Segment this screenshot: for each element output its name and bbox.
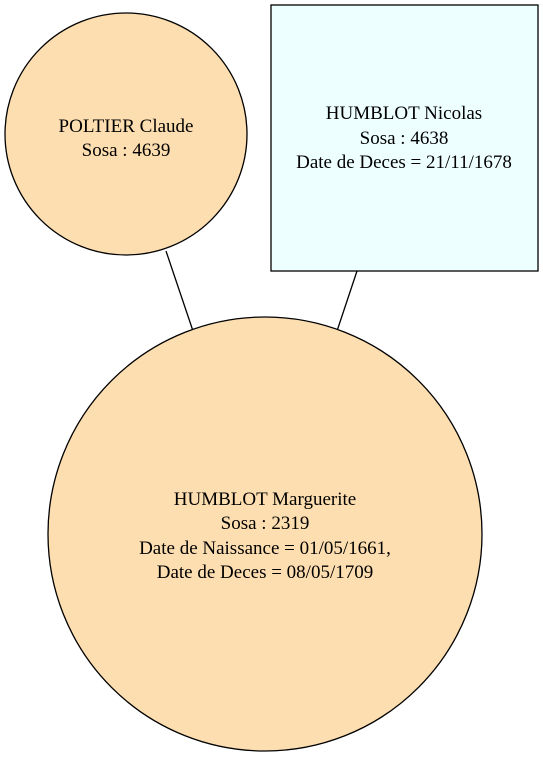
node-humblot-marguerite-birth-date: Date de Naissance = 01/05/1661, — [139, 538, 391, 559]
node-humblot-marguerite-death-date: Date de Deces = 08/05/1709 — [157, 562, 374, 583]
edge-poltier-claude-to-humblot-marguerite — [165, 250, 194, 332]
node-humblot-marguerite-name: HUMBLOT Marguerite — [174, 489, 356, 510]
node-poltier-claude-sosa: Sosa : 4639 — [82, 140, 171, 161]
node-poltier-claude[interactable]: POLTIER Claude Sosa : 4639 — [4, 12, 248, 256]
node-humblot-nicolas-shape — [270, 4, 539, 272]
node-humblot-nicolas-death-date: Date de Deces = 21/11/1678 — [296, 152, 512, 173]
node-humblot-nicolas-name: HUMBLOT Nicolas — [326, 103, 482, 124]
node-poltier-claude-name: POLTIER Claude — [59, 116, 194, 137]
node-humblot-marguerite[interactable]: HUMBLOT Marguerite Sosa : 2319 Date de N… — [47, 316, 483, 752]
node-poltier-claude-shape — [4, 12, 248, 256]
node-humblot-marguerite-shape — [47, 316, 483, 752]
node-humblot-marguerite-sosa: Sosa : 2319 — [221, 513, 310, 534]
edge-humblot-nicolas-to-humblot-marguerite — [336, 270, 358, 332]
node-humblot-nicolas[interactable]: HUMBLOT Nicolas Sosa : 4638 Date de Dece… — [270, 4, 539, 272]
node-humblot-nicolas-sosa: Sosa : 4638 — [360, 128, 449, 149]
